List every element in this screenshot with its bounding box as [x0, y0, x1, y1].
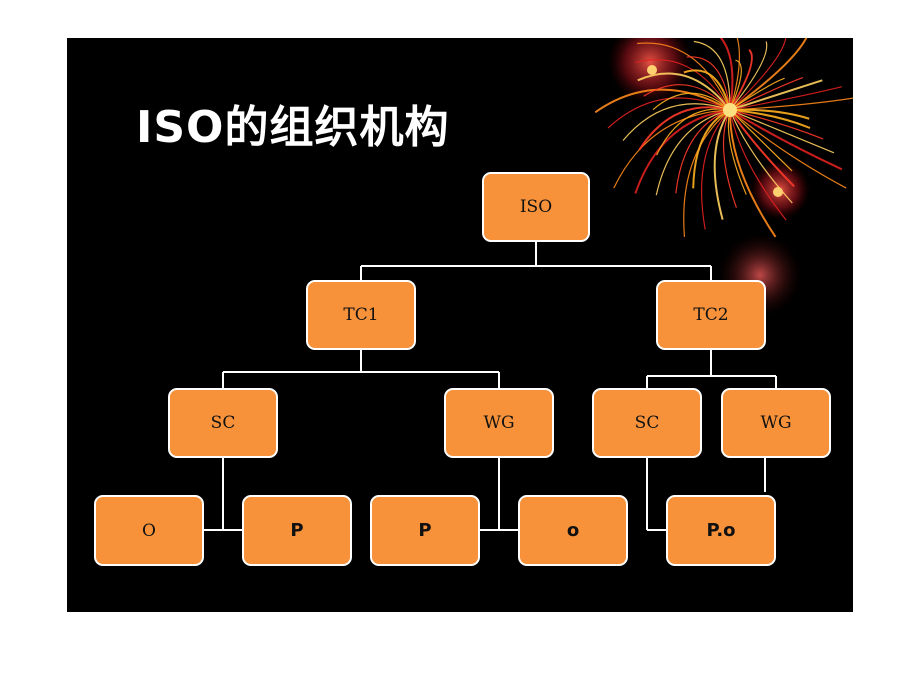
firework-streak	[700, 109, 731, 230]
firework-streak	[729, 41, 768, 111]
node-tc2-wg: WG	[721, 388, 831, 458]
firework-streak	[729, 79, 823, 111]
firework-streak	[675, 109, 731, 194]
firework-streak	[638, 106, 731, 151]
node-iso: ISO	[482, 172, 590, 242]
firework-streak	[729, 109, 793, 172]
firework-streak	[635, 59, 731, 111]
firework-streak	[729, 109, 835, 154]
node-tc2-sc: SC	[592, 388, 702, 458]
node-leaf-p: P	[370, 495, 480, 566]
firework-streak	[729, 109, 843, 171]
slide-title: ISO的组织机构	[136, 102, 450, 153]
firework-streak	[713, 109, 731, 220]
firework-streak	[594, 88, 731, 114]
firework-streak	[729, 38, 787, 111]
firework-streak	[729, 109, 795, 188]
firework-streak	[719, 38, 734, 111]
firework-streak	[729, 77, 804, 111]
firework-streak	[607, 97, 731, 129]
firework-streak	[634, 109, 731, 194]
firework-streak	[729, 49, 753, 111]
firework-streak	[613, 109, 731, 189]
firework-streak	[683, 109, 731, 237]
firework-streak	[729, 109, 847, 189]
firework-streak	[729, 86, 843, 111]
firework-streak	[729, 59, 742, 111]
firework-streak	[722, 109, 737, 208]
firework-streak	[729, 38, 808, 111]
node-tc1-sc: SC	[168, 388, 278, 458]
firework-streak	[692, 109, 731, 189]
firework-streak	[683, 69, 731, 111]
firework-streak	[686, 56, 731, 111]
node-leaf-po: P.o	[666, 495, 776, 566]
firework-streak	[652, 92, 731, 111]
firework-streak	[643, 84, 731, 111]
firework-streak	[729, 38, 740, 111]
node-tc1: TC1	[306, 280, 416, 350]
firework-streak	[729, 109, 793, 204]
node-tc1-wg: WG	[444, 388, 554, 458]
firework-spark	[647, 65, 657, 75]
firework-streak	[729, 109, 824, 140]
node-leaf-o-lower: o	[518, 495, 628, 566]
node-leaf-p: P	[242, 495, 352, 566]
node-tc2: TC2	[656, 280, 766, 350]
node-leaf-o: O	[94, 495, 204, 566]
firework-streak	[728, 109, 777, 238]
firework-core	[723, 103, 737, 117]
firework-streak	[729, 77, 785, 111]
firework-streak	[693, 40, 731, 111]
firework-streak	[656, 108, 731, 156]
firework-streak	[637, 72, 731, 111]
firework-streak	[729, 109, 811, 129]
firework-streak	[729, 109, 787, 221]
firework-streak	[729, 108, 810, 120]
firework-spark	[773, 187, 783, 197]
firework-streak	[655, 109, 731, 196]
firework-streak	[622, 103, 731, 141]
